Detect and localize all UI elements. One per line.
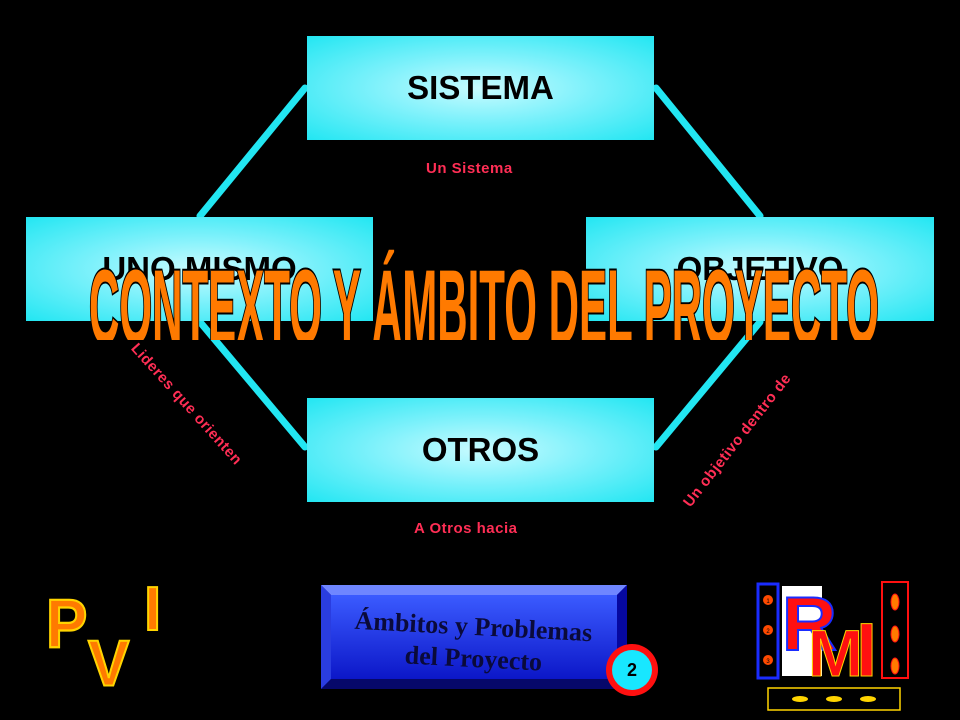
node-objetivo: OBJETIVO [586,217,934,321]
footer-banner: Ámbitos y Problemas del Proyecto [321,585,627,689]
pvi-logo: P V I [45,574,162,700]
slide-title-text: CONTEXTO Y ÁMBITO DEL PROYECTO [89,249,879,340]
rmi-number-2: 2 [766,629,770,635]
node-otros: OTROS [307,398,654,502]
connector-top-right [652,84,764,220]
label-un-sistema: Un Sistema [426,160,513,177]
connector-bottom-right [652,318,764,451]
rmi-number-3: 3 [766,659,770,665]
footer-banner-line2: del Proyecto [404,640,543,676]
rmi-number-1: 1 [766,599,770,605]
node-objetivo-label: OBJETIVO [676,250,844,287]
node-otros-label: OTROS [421,431,540,468]
rmi-letter-m: M [808,616,863,690]
slide-title: CONTEXTO Y ÁMBITO DEL PROYECTO [87,247,880,340]
pvi-letter-i: I [144,575,161,644]
page-number: 2 [612,650,652,690]
connector-top-left [196,84,309,220]
rmi-letter-r: R [782,582,837,667]
node-sistema: SISTEMA [307,36,654,140]
node-uno-mismo-label: UNO MISMO [102,250,297,287]
pvi-letter-p: P [46,585,87,661]
connector-bottom-left [196,318,309,451]
rmi-logo: 1 2 3 R M I [756,581,909,711]
node-uno-mismo: UNO MISMO [26,217,373,321]
node-sistema-label: SISTEMA [407,69,554,106]
page-number-badge: 2 [606,644,658,696]
rmi-letter-i: I [856,608,877,693]
pvi-letter-v: V [88,627,129,700]
label-a-otros-hacia: A Otros hacia [414,520,518,537]
